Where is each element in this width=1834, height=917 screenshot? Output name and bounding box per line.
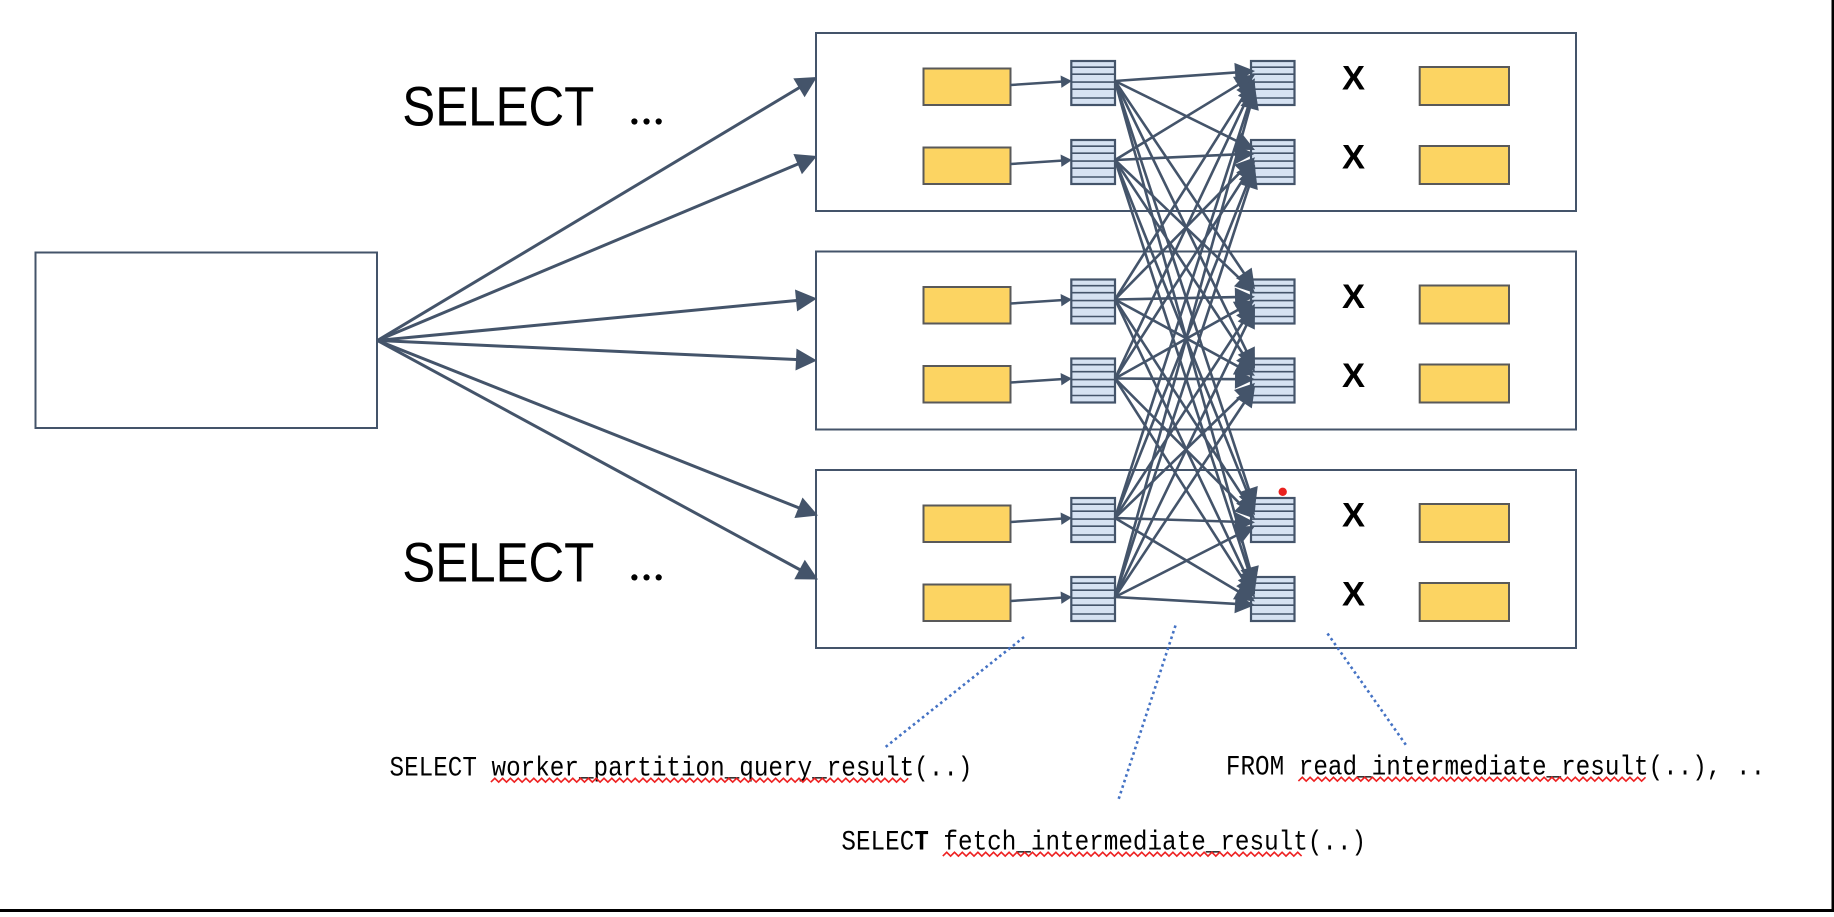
svg-text:X: X bbox=[1342, 278, 1365, 316]
svg-text:X: X bbox=[1342, 138, 1365, 176]
svg-text:X: X bbox=[1342, 575, 1365, 613]
svg-text:SELECT: SELECT bbox=[402, 74, 594, 137]
svg-text:X: X bbox=[1342, 357, 1365, 395]
svg-text:SELECT: SELECT bbox=[402, 530, 594, 593]
svg-text:X: X bbox=[1342, 496, 1365, 534]
svg-text:X: X bbox=[1342, 59, 1365, 97]
